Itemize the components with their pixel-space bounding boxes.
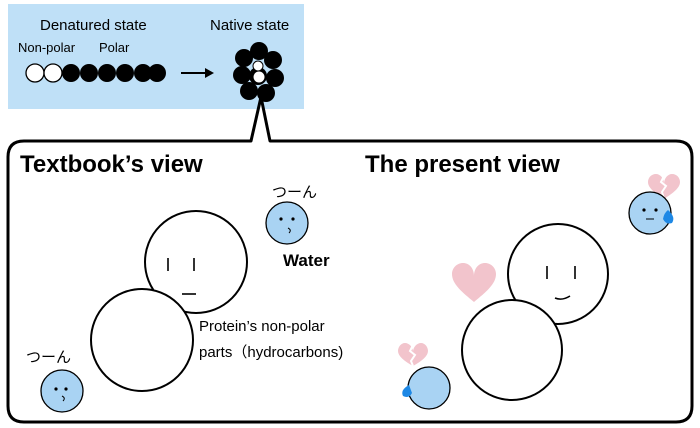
- broken-heart-icon-bottom: [398, 343, 428, 367]
- polar-bead: [98, 64, 116, 82]
- water-molecule-bottom: [40, 369, 84, 413]
- nonpolar-circle-lower: [90, 288, 194, 392]
- tear-drop: [402, 385, 412, 397]
- sulk-text-bottom: つーん: [26, 349, 71, 366]
- right-arrow-icon: [181, 68, 214, 78]
- protein-label-line2: parts（hydrocarbons): [199, 344, 343, 361]
- polar-bead: [116, 64, 134, 82]
- nonpolar-circle-happy: [507, 223, 609, 325]
- polar-label: Polar: [99, 40, 130, 55]
- nonpolar-circle-upper: [144, 210, 248, 314]
- nonpolar-bead: [25, 63, 45, 83]
- water-molecule-crying-top: [628, 191, 674, 235]
- nonpolar-circle-paired: [461, 299, 563, 401]
- polar-bead: [62, 64, 80, 82]
- protein-label-line1: Protein’s non-polar: [199, 318, 325, 335]
- polar-bead: [80, 64, 98, 82]
- nonpolar-bead: [43, 63, 63, 83]
- native-title: Native state: [210, 17, 289, 34]
- native-cluster: [233, 42, 284, 102]
- water-molecule-top: [265, 201, 309, 245]
- denatured-chain: [25, 63, 166, 83]
- sulk-text-top: つーん: [272, 184, 317, 201]
- left-title: Textbook’s view: [20, 151, 203, 178]
- polar-bead: [134, 64, 152, 82]
- denatured-title: Denatured state: [40, 17, 147, 34]
- tear-drop: [663, 210, 674, 224]
- water-molecule-crying-bottom: [402, 366, 451, 410]
- right-title: The present view: [365, 151, 560, 178]
- heart-icon: [452, 263, 496, 302]
- nonpolar-label: Non-polar: [18, 40, 76, 55]
- water-label: Water: [283, 251, 330, 270]
- polar-bead: [148, 64, 166, 82]
